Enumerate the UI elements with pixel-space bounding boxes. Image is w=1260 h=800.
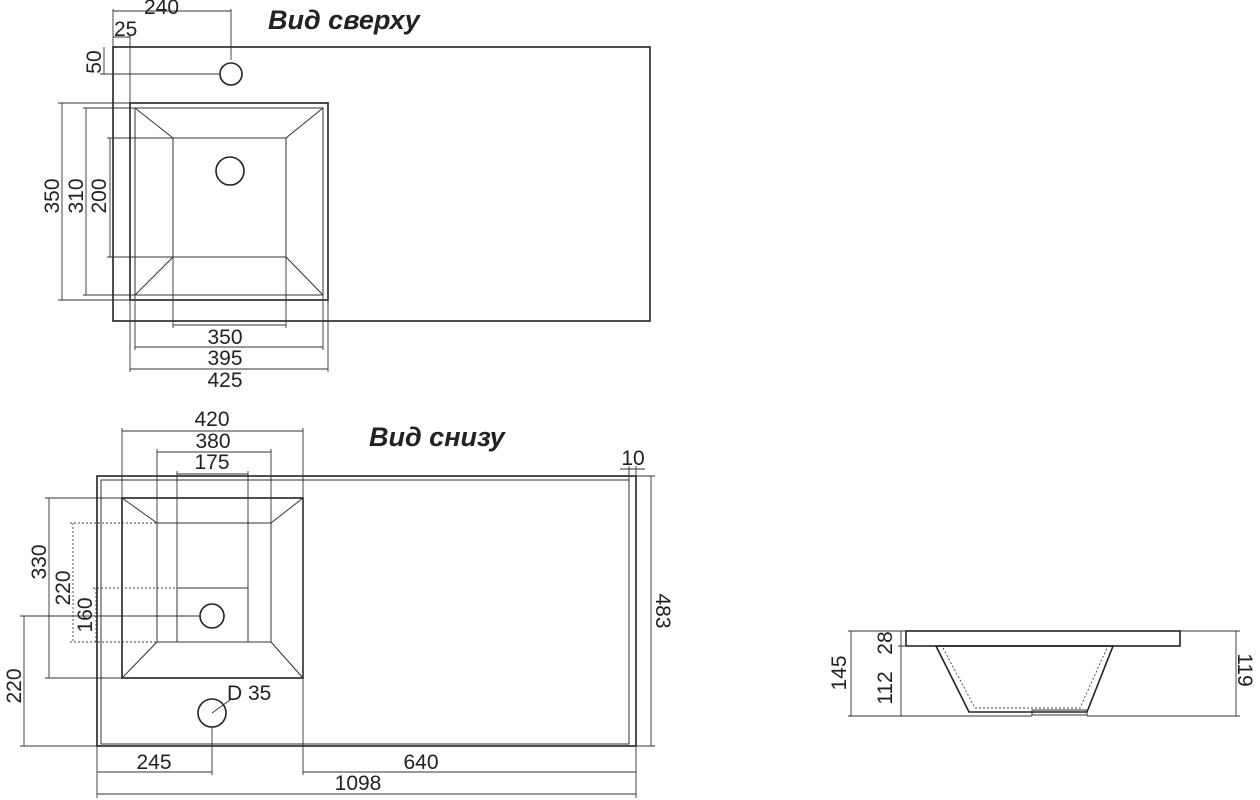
dim-50: 50 bbox=[83, 50, 106, 73]
dim-350-vertical: 350 bbox=[41, 178, 64, 213]
dim-380: 380 bbox=[195, 430, 230, 453]
top-view-title: Вид сверху bbox=[268, 5, 422, 35]
bottom-drain-hole bbox=[199, 603, 225, 629]
dim-200: 200 bbox=[88, 178, 111, 213]
dim-220-outer: 220 bbox=[3, 668, 26, 703]
bottom-basin-edge-tr bbox=[270, 497, 304, 524]
dim-330: 330 bbox=[28, 544, 51, 579]
dim-220-inner: 220 bbox=[52, 570, 75, 605]
bottom-view: Вид снизу D 35 420 380 175 1 bbox=[3, 408, 674, 798]
top-basin-rim bbox=[134, 107, 324, 296]
bottom-countertop-inner bbox=[100, 479, 630, 745]
dim-483: 483 bbox=[651, 593, 674, 628]
dim-310: 310 bbox=[65, 178, 88, 213]
dim-420: 420 bbox=[194, 408, 229, 431]
side-view: 145 28 112 119 bbox=[828, 630, 1256, 717]
dim-119: 119 bbox=[1233, 653, 1256, 686]
top-basin-outer bbox=[129, 102, 329, 301]
bottom-basin-edge-tl bbox=[121, 497, 158, 524]
dim-175: 175 bbox=[194, 451, 229, 474]
dim-350-horizontal: 350 bbox=[207, 326, 242, 349]
dim-245: 245 bbox=[136, 751, 171, 774]
top-basin-edge-tl bbox=[134, 107, 174, 139]
side-slab bbox=[905, 630, 1181, 647]
bottom-view-title: Вид снизу bbox=[369, 422, 507, 452]
bottom-basin-edge-bl bbox=[121, 641, 158, 679]
side-drain-flange bbox=[1031, 709, 1088, 716]
hole-d35-label: D 35 bbox=[227, 682, 271, 705]
hole-leader-line bbox=[211, 699, 231, 714]
dim-112: 112 bbox=[874, 671, 897, 704]
dim-640: 640 bbox=[403, 751, 438, 774]
dim-25: 25 bbox=[114, 18, 137, 41]
dim-1098: 1098 bbox=[335, 772, 382, 795]
top-basin-edge-tr bbox=[285, 107, 324, 139]
top-countertop-outline bbox=[112, 46, 651, 322]
top-basin-edge-br bbox=[285, 256, 324, 296]
top-drain-hole bbox=[215, 156, 245, 186]
top-basin-edge-bl bbox=[134, 256, 174, 296]
dim-425: 425 bbox=[207, 369, 242, 392]
dim-28: 28 bbox=[874, 631, 897, 654]
faucet-hole bbox=[219, 62, 243, 86]
top-basin-floor bbox=[172, 137, 287, 258]
bottom-countertop-outline bbox=[96, 475, 637, 747]
bottom-basin-edge-br bbox=[270, 641, 304, 679]
bottom-basin-floor bbox=[156, 522, 272, 643]
top-view: Вид сверху 240 25 50 350 bbox=[41, 0, 651, 392]
dim-240: 240 bbox=[144, 0, 179, 19]
bottom-drain-pad bbox=[176, 587, 249, 643]
side-basin-inner bbox=[942, 647, 1108, 709]
dim-145: 145 bbox=[828, 655, 851, 690]
dim-10: 10 bbox=[621, 447, 644, 470]
dim-160: 160 bbox=[74, 597, 97, 632]
dim-395: 395 bbox=[207, 347, 242, 370]
side-basin-profile bbox=[934, 645, 1115, 713]
